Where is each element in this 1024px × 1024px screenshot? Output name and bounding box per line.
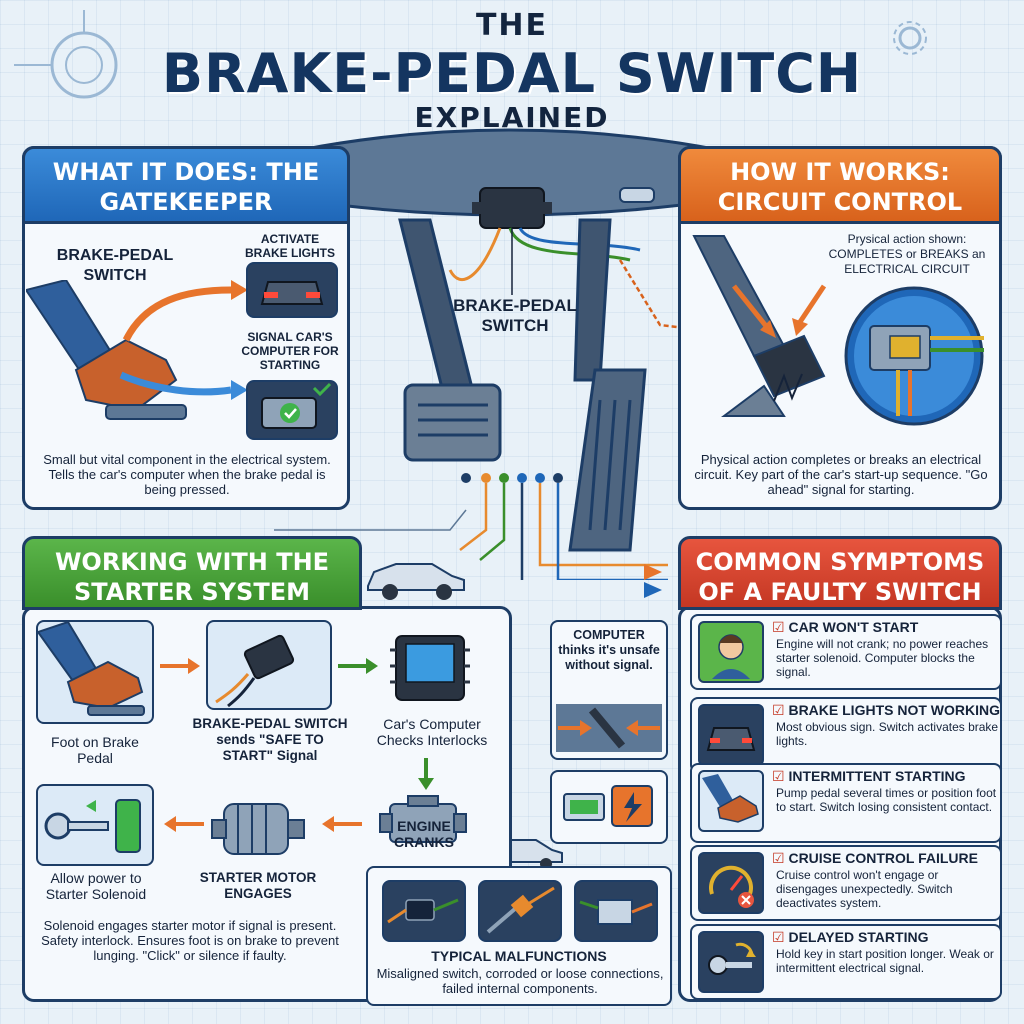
starter-system-header: WORKING WITH THE STARTER SYSTEM	[22, 536, 362, 610]
car-icon	[367, 563, 465, 600]
gear-icon	[893, 21, 927, 55]
arrow-left-icon	[164, 816, 204, 832]
step5-label: STARTER MOTOR ENGAGES	[199, 870, 317, 901]
pedal-assembly-illustration	[300, 128, 720, 580]
symptom-card: ☑ CRUISE CONTROL FAILURE Cruise control …	[690, 845, 1002, 921]
symptom-title: BRAKE LIGHTS NOT WORKING	[788, 702, 1000, 718]
activate-brake-lights-label: ACTIVATE BRAKE LIGHTS	[245, 232, 335, 260]
center-switch-label: BRAKE-PEDAL SWITCH	[453, 296, 577, 335]
foot-on-pedal-icon	[36, 620, 145, 716]
switch-connector-icon	[215, 634, 295, 708]
symptom-desc: Hold key in start position longer. Weak …	[776, 947, 994, 975]
arrow-down-icon	[418, 758, 434, 790]
step3-label: Car's Computer Checks Interlocks	[376, 716, 488, 748]
malfunction-wire-icon	[478, 880, 562, 942]
engine-icon	[379, 795, 467, 843]
how-it-works-title: HOW IT WORKS: CIRCUIT CONTROL	[717, 158, 963, 216]
symptom-desc: Most obvious sign. Switch activates brak…	[776, 720, 999, 748]
malfunction-connector-icon	[382, 880, 466, 942]
symptom-title: DELAYED STARTING	[788, 929, 929, 945]
arrow-left-icon	[322, 816, 362, 832]
step2-label: BRAKE-PEDAL SWITCH sends "SAFE TO START"…	[192, 716, 348, 763]
ignition-key-icon	[44, 799, 141, 853]
computer-note-text: COMPUTER thinks it's unsafe without sign…	[558, 628, 660, 672]
arrow-right-icon	[338, 658, 378, 674]
step1-label: Foot on Brake Pedal	[51, 734, 139, 766]
delayed-key-icon	[698, 931, 764, 993]
symptom-card: ☑ CAR WON'T START Engine will not crank;…	[690, 614, 1002, 690]
symptom-title: CAR WON'T START	[788, 619, 919, 635]
title-block: THE BRAKE-PEDAL SWITCH EXPLAINED	[0, 8, 1024, 134]
symptom-title: CRUISE CONTROL FAILURE	[788, 850, 978, 866]
what-switch-label: BRAKE-PEDAL SWITCH	[56, 247, 174, 284]
brake-lights-off-icon	[698, 704, 764, 766]
circuit-callout-text: Prysical action shown: COMPLETES or BREA…	[828, 232, 986, 276]
symptom-title: INTERMITTENT STARTING	[788, 768, 966, 784]
pumping-pedal-icon	[698, 770, 764, 832]
signal-computer-label: SIGNAL CAR'S COMPUTER FOR STARTING	[241, 330, 339, 372]
symptom-desc: Pump pedal several times or position foo…	[776, 786, 997, 814]
step6-key-box	[36, 784, 154, 866]
symptom-desc: Cruise control won't engage or disengage…	[776, 868, 953, 910]
malfunctions-title: TYPICAL MALFUNCTIONS	[431, 948, 607, 964]
symptom-card: ☑ BRAKE LIGHTS NOT WORKING Most obvious …	[690, 697, 1002, 773]
circuit-control-illustration	[692, 235, 984, 426]
starter-motor-icon	[211, 803, 305, 855]
blocked-signal-icon	[556, 704, 662, 752]
how-it-works-description: Physical action completes or breaks an e…	[694, 452, 988, 497]
step4-label: ENGINE CRANKS	[394, 818, 454, 850]
confused-driver-icon	[698, 621, 764, 683]
foot-pressing-pedal-illustration	[26, 280, 246, 420]
what-it-does-title: WHAT IT DOES: THE GATEKEEPER	[52, 158, 320, 216]
starter-system-description: Solenoid engages starter motor if signal…	[41, 918, 339, 963]
what-it-does-header: WHAT IT DOES: THE GATEKEEPER	[22, 146, 350, 224]
symptoms-title: COMMON SYMPTOMS OF A FAULTY SWITCH	[695, 548, 985, 606]
step6-label: Allow power to Starter Solenoid	[45, 870, 147, 902]
what-it-does-description: Small but vital component in the electri…	[43, 452, 331, 497]
symptoms-header: COMMON SYMPTOMS OF A FAULTY SWITCH	[678, 536, 1002, 610]
symptom-card: ☑ INTERMITTENT STARTING Pump pedal sever…	[690, 763, 1002, 843]
step1-foot-box	[36, 620, 154, 724]
title-the: THE	[475, 8, 549, 43]
battery-box	[550, 770, 668, 844]
computer-chip-icon	[390, 635, 470, 701]
symptom-card: ☑ DELAYED STARTING Hold key in start pos…	[690, 924, 1002, 1000]
engine-check-icon	[261, 382, 332, 429]
symptom-desc: Engine will not crank; no power reaches …	[776, 637, 989, 679]
malfunctions-description: Misaligned switch, corroded or loose con…	[376, 966, 664, 996]
title-explained: EXPLAINED	[414, 101, 610, 134]
step2-switch-box	[206, 620, 332, 710]
arrow-right-icon	[160, 658, 200, 674]
brake-lights-icon-box	[246, 262, 338, 318]
page-title: BRAKE-PEDAL SWITCH	[161, 42, 863, 105]
starter-system-title: WORKING WITH THE STARTER SYSTEM	[54, 548, 330, 606]
malfunction-component-icon	[574, 880, 658, 942]
battery-icon	[563, 785, 653, 827]
arrow-to-symptoms-icon	[644, 564, 662, 598]
car-rear-icon	[260, 281, 324, 305]
decorative-circuit-icon	[14, 10, 118, 99]
how-it-works-header: HOW IT WORKS: CIRCUIT CONTROL	[678, 146, 1002, 224]
engine-check-icon-box	[246, 380, 338, 440]
cruise-control-gauge-icon	[698, 852, 764, 914]
connector-line	[274, 509, 467, 531]
